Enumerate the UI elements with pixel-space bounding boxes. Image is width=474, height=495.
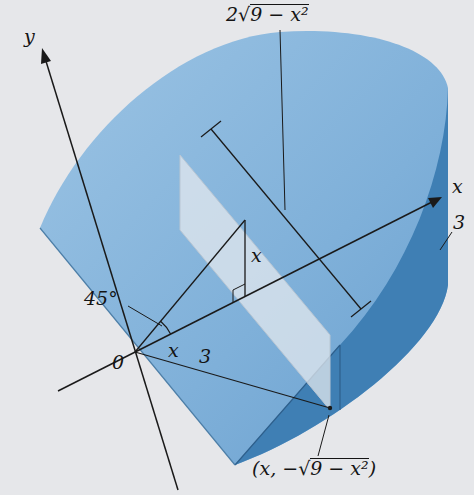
dimension-label: 2√9 − x² [226, 4, 309, 25]
diameter-edge [40, 228, 235, 465]
right-angle-mark [233, 284, 245, 302]
dimension-line [211, 129, 361, 309]
base-label: x [168, 340, 179, 361]
dimension-tick [201, 121, 221, 137]
radical-bar [310, 458, 368, 459]
height-label: x [251, 245, 262, 266]
leader-line [440, 232, 452, 250]
axis-label: x [452, 176, 463, 197]
radius-label: 3 [453, 212, 465, 233]
angle-arc [161, 321, 171, 334]
dimension-tick [351, 301, 371, 317]
hypotenuse [135, 220, 245, 352]
leader-line [280, 30, 285, 210]
point-label: (x, −√9 − x²) [252, 458, 376, 479]
radius-line [135, 352, 330, 408]
arrowhead [41, 48, 51, 64]
leader-line [318, 415, 329, 456]
radical-bar [250, 4, 308, 5]
point [328, 406, 332, 410]
y-axis [45, 58, 178, 490]
wedge-solid [40, 31, 448, 465]
radius-label: 3 [199, 346, 211, 367]
x-axis [58, 202, 432, 391]
leader-line [128, 306, 162, 326]
axis-label: y [24, 26, 35, 47]
arrowhead [428, 197, 442, 208]
angle-label: 45° [84, 288, 118, 309]
origin-label: 0 [112, 352, 124, 373]
